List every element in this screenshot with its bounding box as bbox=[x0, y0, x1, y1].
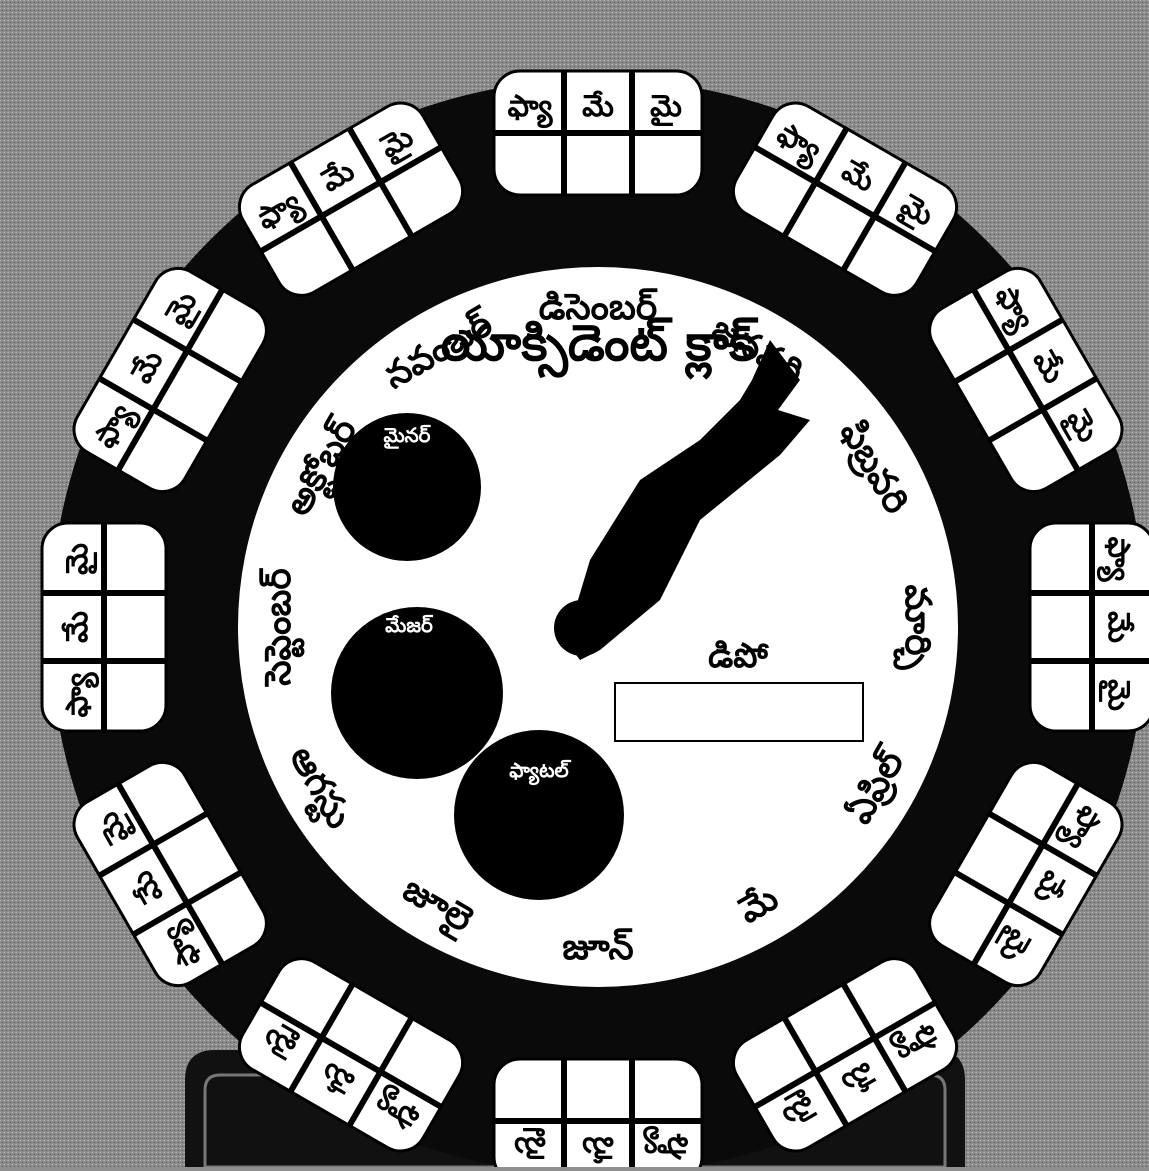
box-entry-cell[interactable] bbox=[110, 667, 160, 725]
month-box-9[interactable]: ఫ్యా మే మై bbox=[42, 523, 166, 731]
box-entry-cell[interactable] bbox=[1036, 529, 1086, 587]
box-header-0: ఫ్యా bbox=[508, 89, 554, 129]
box-header-1: మే bbox=[1101, 611, 1136, 643]
month-label-9: సెప్టెంబర్ bbox=[258, 568, 305, 688]
clock-title: యాక్సిడెంట్ క్లాక్ bbox=[441, 314, 759, 380]
minor-circle-label: మైనర్ bbox=[383, 423, 431, 449]
box-entry-cell[interactable] bbox=[570, 1065, 628, 1115]
month-box-0[interactable]: ఫ్యా మే మై bbox=[494, 71, 702, 195]
month-box-6[interactable]: ఫ్యా మే మై bbox=[494, 1059, 702, 1167]
box-entry-cell[interactable] bbox=[636, 139, 694, 189]
fatal-circle-label: ఫ్యాటల్ bbox=[509, 758, 571, 786]
box-header-1: మే bbox=[60, 611, 95, 643]
month-label-6: జూన్ bbox=[562, 927, 633, 968]
box-entry-cell[interactable] bbox=[500, 139, 558, 189]
box-entry-cell[interactable] bbox=[568, 139, 626, 189]
box-header-2: మై bbox=[650, 89, 682, 127]
depot-field[interactable] bbox=[615, 683, 863, 741]
box-header-0: ఫ్యా bbox=[1096, 537, 1136, 583]
fatal-circle bbox=[454, 730, 624, 900]
box-header-2: మై bbox=[1098, 679, 1136, 711]
box-header-2: మై bbox=[60, 543, 98, 575]
box-entry-cell[interactable] bbox=[1036, 665, 1086, 723]
month-label-3: మార్చి bbox=[893, 585, 938, 671]
month-box-3[interactable]: ఫ్యా మే మై bbox=[1030, 523, 1149, 731]
box-entry-cell[interactable] bbox=[502, 1065, 560, 1115]
box-header-0: ఫ్యా bbox=[642, 1125, 688, 1165]
box-header-2: మై bbox=[514, 1127, 546, 1165]
hand-pivot bbox=[554, 600, 610, 656]
box-header-1: మే bbox=[582, 89, 614, 124]
box-header-1: మే bbox=[582, 1130, 614, 1165]
major-circle-label: మేజర్ bbox=[385, 613, 434, 637]
depot-label: డిపో bbox=[708, 636, 769, 676]
box-entry-cell[interactable] bbox=[638, 1065, 696, 1115]
box-entry-cell[interactable] bbox=[1036, 597, 1086, 655]
box-entry-cell[interactable] bbox=[110, 599, 160, 657]
box-header-0: ఫ్యా bbox=[60, 671, 100, 717]
box-entry-cell[interactable] bbox=[110, 531, 160, 589]
